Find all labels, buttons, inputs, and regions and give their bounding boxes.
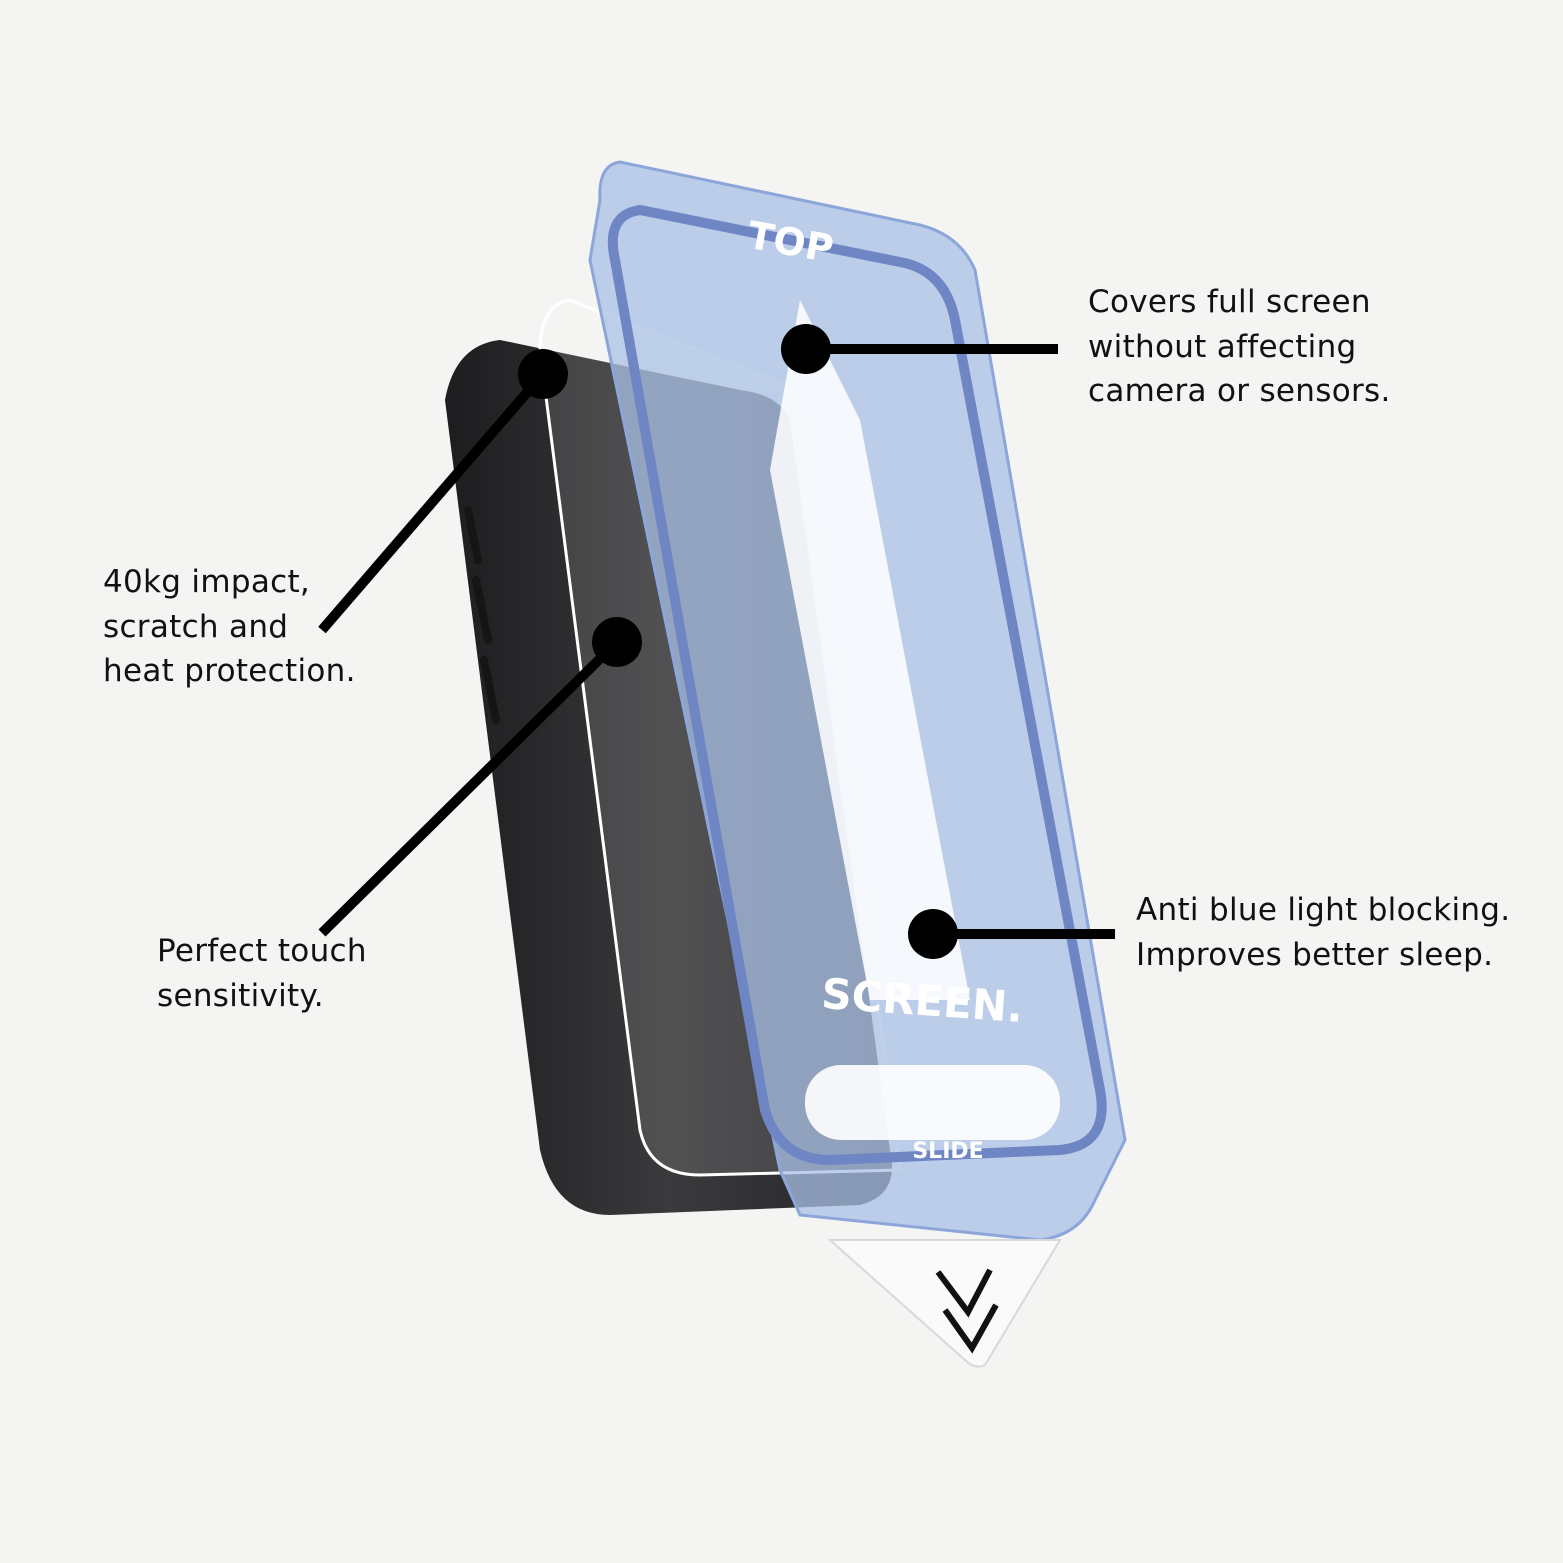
- frame-cutout: [770, 300, 970, 1000]
- pointer-impact: [318, 349, 568, 634]
- pointer-full-screen: [781, 324, 1058, 374]
- chevron-down-icon: [935, 1268, 999, 1354]
- callout-full-screen: Covers full screen without affecting cam…: [1088, 280, 1391, 414]
- callout-line: sensitivity.: [157, 977, 324, 1014]
- callout-impact: 40kg impact, scratch and heat protection…: [103, 560, 356, 694]
- pointer-touch: [318, 617, 642, 937]
- callout-line: camera or sensors.: [1088, 373, 1391, 409]
- frame-inner-rim: [607, 204, 1107, 1166]
- callout-touch: Perfect touch sensitivity.: [157, 929, 367, 1018]
- callout-blue-light: Anti blue light blocking. Improves bette…: [1136, 888, 1510, 977]
- pull-tab: [827, 1239, 1062, 1368]
- callout-line: Anti blue light blocking.: [1136, 892, 1511, 928]
- phone-buttons: [464, 506, 500, 724]
- pointer-blue-light: [908, 909, 1115, 959]
- callout-line: Perfect touch: [157, 933, 367, 969]
- callout-line: 40kg impact,: [103, 564, 311, 600]
- callout-line: heat protection.: [103, 653, 356, 689]
- slide-label: SLIDE: [912, 1139, 983, 1164]
- callout-line: Improves better sleep.: [1136, 936, 1494, 973]
- callout-line: Covers full screen: [1088, 284, 1371, 320]
- slide-window: [805, 1065, 1060, 1140]
- callout-line: scratch and: [103, 608, 289, 645]
- callout-line: without affecting: [1088, 328, 1357, 365]
